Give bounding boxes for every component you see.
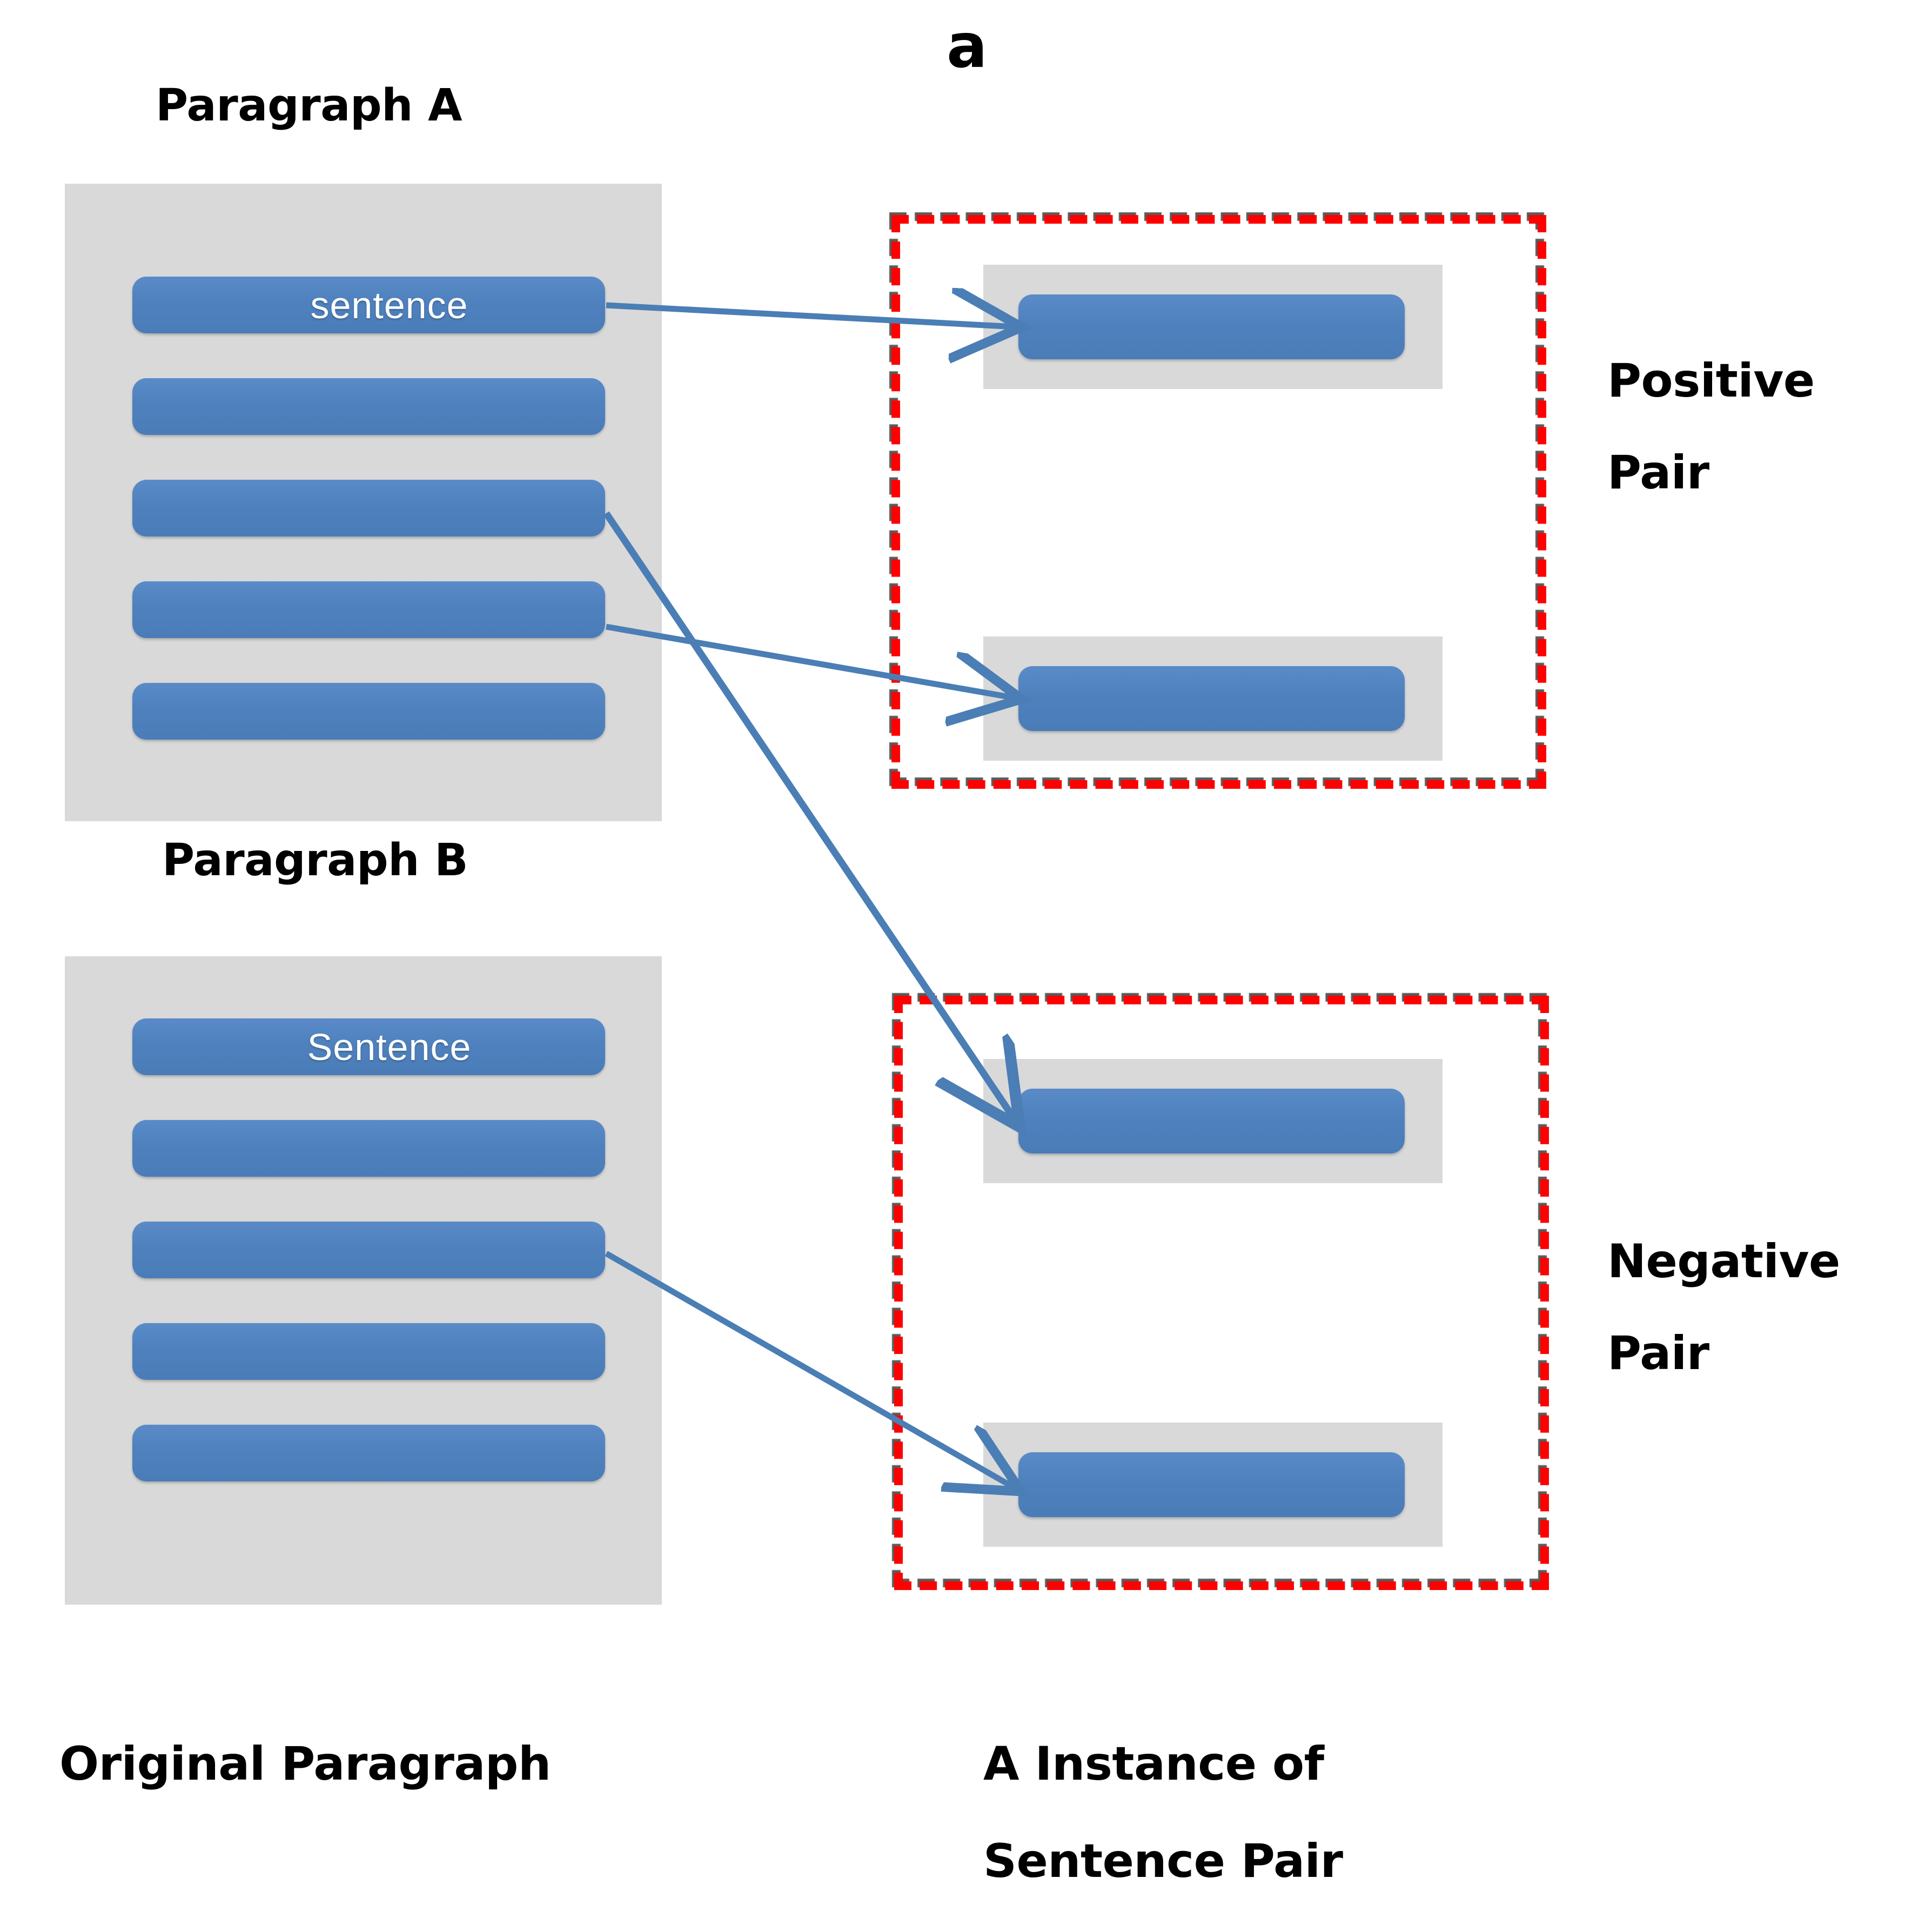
paragraph-b-sentence-3[interactable] — [132, 1222, 605, 1278]
paragraph-a-sentence-1[interactable]: sentence — [132, 277, 605, 333]
paragraph-b-sentence-1-label: Sentence — [307, 1025, 472, 1068]
paragraph-b-sentence-1[interactable]: Sentence — [132, 1018, 605, 1075]
paragraph-a-sentence-1-label: sentence — [310, 284, 468, 326]
paragraph-b-sentence-5[interactable] — [132, 1425, 605, 1481]
positive-pair-label-line2: Pair — [1607, 446, 1709, 500]
negative-pair-member-2[interactable] — [1018, 1452, 1405, 1517]
panel-label: a — [947, 11, 988, 82]
paragraph-a-sentence-4[interactable] — [132, 581, 605, 638]
paragraph-b-sentence-2[interactable] — [132, 1120, 605, 1177]
negative-pair-label-line2: Pair — [1607, 1326, 1709, 1380]
paragraph-b-sentence-4[interactable] — [132, 1323, 605, 1380]
paragraph-b-title: Paragraph B — [162, 835, 468, 886]
negative-pair-member-1[interactable] — [1018, 1089, 1405, 1153]
positive-pair-member-1[interactable] — [1018, 294, 1405, 359]
paragraph-a-sentence-2[interactable] — [132, 378, 605, 435]
paragraph-a-title: Paragraph A — [156, 80, 462, 131]
original-paragraph-caption: Original Paragraph — [59, 1737, 551, 1791]
instance-caption-line1: A Instance of — [983, 1737, 1324, 1791]
negative-pair-label-line1: Negative — [1607, 1235, 1840, 1289]
paragraph-a-sentence-3[interactable] — [132, 480, 605, 536]
positive-pair-member-2[interactable] — [1018, 666, 1405, 731]
positive-pair-label-line1: Positive — [1607, 354, 1815, 408]
instance-caption-line2: Sentence Pair — [983, 1834, 1343, 1888]
paragraph-a-sentence-5[interactable] — [132, 683, 605, 740]
